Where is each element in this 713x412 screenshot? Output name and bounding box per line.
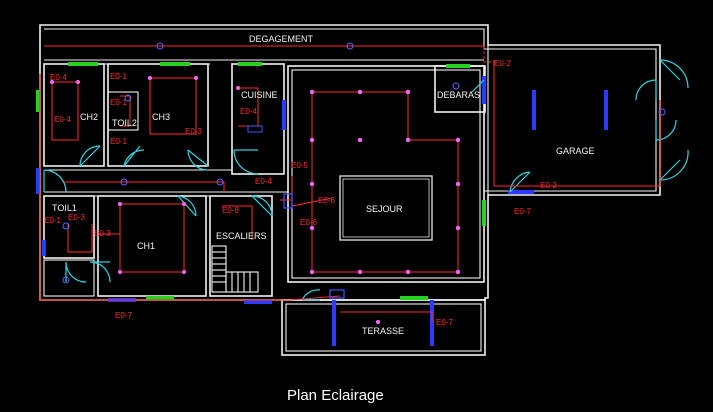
room-label-terasse: TERASSE	[362, 326, 404, 336]
circuit-label-e01-toil1: E0-1	[44, 216, 61, 225]
circuit-label-e08: E0-8	[222, 206, 239, 215]
circuit-label-e02-debaras: E0-2	[494, 59, 511, 68]
circuit-label-e03-toil1: E0-3	[68, 213, 85, 222]
circuit-label-e05: E0-5	[291, 161, 308, 170]
circuits	[39, 45, 661, 322]
windows	[36, 62, 608, 346]
circuit-label-e01-toil2: E0-1	[110, 98, 127, 107]
circuit-label-e06-lower: E0-6	[300, 218, 317, 227]
circuit-label-e01-ch3-bottom: E0-1	[110, 137, 127, 146]
circuit-label-e07-terasse: E0-7	[436, 318, 453, 327]
room-label-garage: GARAGE	[556, 146, 595, 156]
circuit-label-e04-ch2-top: E0-4	[50, 73, 67, 82]
staircase	[211, 245, 259, 293]
circuit-label-e04-corridor: E0-4	[255, 177, 272, 186]
switches	[62, 42, 666, 299]
circuit-label-e03-ch3: E0-3	[185, 127, 202, 136]
circuit-label-e04-cuisine: E0-4	[240, 107, 257, 116]
room-label-sejour: SEJOUR	[366, 204, 403, 214]
room-label-toil1: TOIL1	[52, 203, 77, 213]
circuit-label-e06-sejour: E0-6	[318, 196, 335, 205]
room-label-ch1: CH1	[137, 241, 155, 251]
room-label-ch3: CH3	[152, 112, 170, 122]
circuit-label-e07-ch1: E0-7	[115, 311, 132, 320]
room-label-debaras: DEBARAS	[437, 90, 480, 100]
sejour-center	[339, 175, 433, 241]
room-label-toil2: TOIL2	[112, 118, 137, 128]
room-label-degagement: DEGAGEMENT	[249, 34, 314, 44]
circuit-label-e03-ch1: E0-3	[94, 229, 111, 238]
room-label-cuisine: CUISINE	[241, 90, 278, 100]
circuit-label-e02-garage: E0-2	[540, 181, 557, 190]
circuit-label-e01-ch3-top: E0-1	[110, 72, 127, 81]
doors	[43, 59, 689, 301]
circuit-label-e07-garage: E0-7	[514, 207, 531, 216]
walls	[39, 24, 661, 356]
room-labels: DEGAGEMENT CH2 TOIL2 CH3 CUISINE DEBARAS…	[52, 34, 595, 336]
room-label-ch2: CH2	[80, 112, 98, 122]
circuit-labels: E0-4 E0-4 E0-4 E0-4 E0-2 E0-2 E0-1 E0-1 …	[44, 59, 557, 327]
circuit-label-e04-ch2: E0-4	[54, 115, 71, 124]
room-label-escaliers: ESCALIERS	[216, 231, 267, 241]
light-points	[50, 76, 461, 324]
plan-title: Plan Eclairage	[287, 387, 384, 404]
